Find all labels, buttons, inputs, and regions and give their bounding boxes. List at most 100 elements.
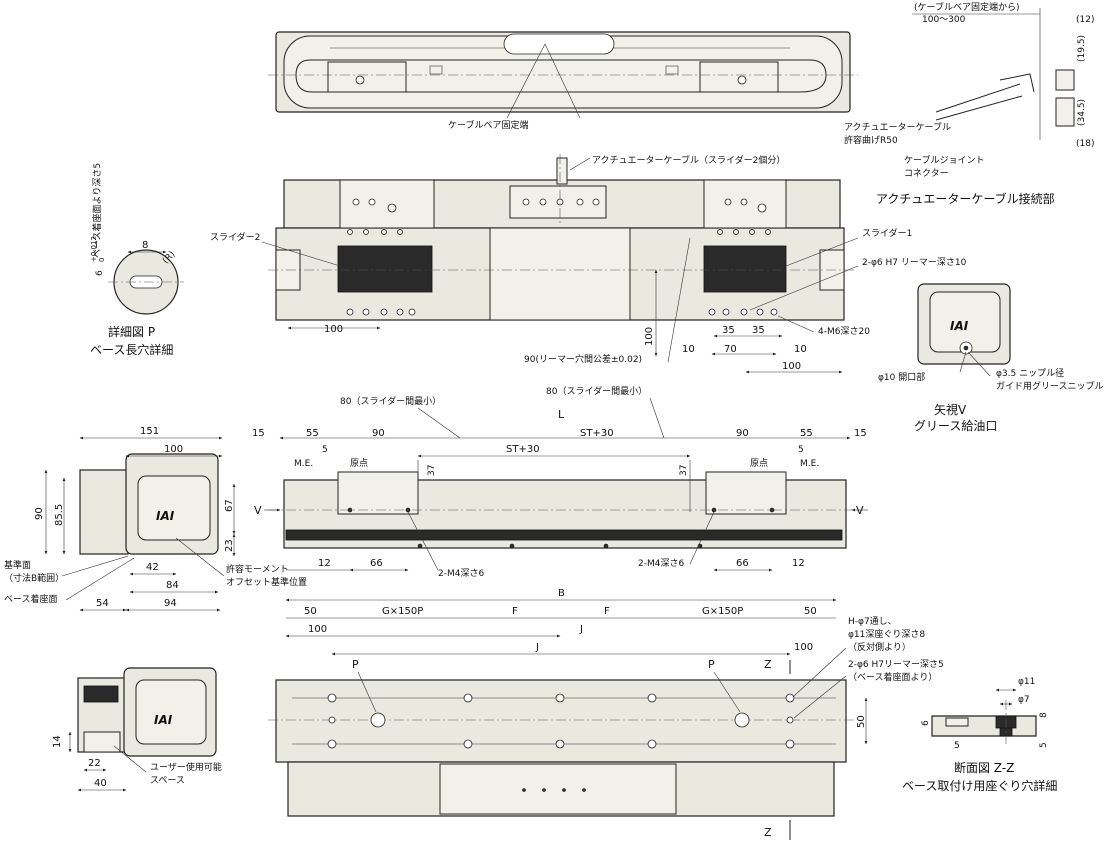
dim-84: 84 [166,580,179,591]
hole-label3: （反対側より） [848,641,911,653]
bottom-holes [327,693,795,792]
m4-right: 2-M4深さ6 [638,558,684,569]
dim-L: L [558,408,565,421]
actuator-cable-two-label: アクチュエーターケーブル（スライダー2個分） [592,154,785,166]
dim-37-left: 37 [427,465,437,476]
dim-st30-inner: ST+30 [506,444,540,455]
section-title1: 断面図 Z-Z [954,760,1014,775]
section-d7: φ7 [1018,695,1030,705]
cable-label: アクチュエーターケーブル [844,121,951,133]
dim-50-left: 50 [304,606,317,617]
dim-70: 70 [724,344,737,355]
arrow-v-title1: 矢視V [934,402,967,417]
dim-151: 151 [140,426,159,437]
detail-p-six: 6 [95,270,105,276]
dim-12-left: 12 [318,558,331,569]
d345-label: (34.5) [1077,99,1087,126]
dim-st30-top: ST+30 [580,428,614,439]
dim-90-left: 90 [372,428,385,439]
connector-label: コネクター [904,168,949,179]
hole-label2: φ11深座ぐり深さ8 [848,628,925,640]
d18-label: (18) [1076,139,1094,149]
dim-35-a: 35 [722,325,735,336]
J-bottom: J [535,642,539,653]
tap-label: 4-M6深さ20 [818,326,870,337]
moment-label1: 許容モーメント [226,563,289,575]
dim-37-right: 37 [679,465,689,476]
v-right: V [856,504,864,517]
dim-100-bottom-left: 100 [308,624,327,635]
arrow-v-title2: グリース給油口 [914,419,997,433]
dim-90-right: 90 [736,428,749,439]
dim-85-5: 85.5 [54,504,65,526]
user-logo: IAI [154,713,173,727]
dim-23: 23 [224,539,235,552]
section-d5b: 5 [1039,742,1049,748]
opening-label: φ10 開口部 [878,371,925,383]
dim-67: 67 [224,499,235,512]
user-space-label2: スペース [150,776,185,786]
dim-14: 14 [52,735,63,748]
dim-66-left: 66 [370,558,383,569]
reamer-bottom2: （ベース着座面より） [848,671,937,683]
cable-connection: (ケーブルベア固定端から) 100～300 (12) (19.5) (34.5)… [844,1,1094,206]
slider-min-1: 80（スライダー間最小） [340,395,441,407]
g150-right: G×150P [702,606,743,617]
cable-fixed-end-label: ケーブルベア固定端 [448,119,528,131]
dim-100-right: 100 [782,361,801,372]
dim-22: 22 [88,758,101,769]
me-left: M.E. [294,459,313,469]
section-title2: ベース取付け用座ぐり穴詳細 [902,778,1057,793]
dim-100-vertical: 100 [644,327,655,346]
section-d8: 8 [1039,712,1049,718]
d12-label: (12) [1076,15,1094,25]
m4-left: 2-M4深さ6 [438,568,484,579]
g150-left: G×150P [382,606,423,617]
J-top: J [579,624,583,635]
nipple-label2: ガイド用グリースニップル [996,380,1104,392]
dim-10-b: 10 [794,344,807,355]
joint-label: ケーブルジョイント [904,154,984,166]
detail-p: ベース着座面より深さ5 6 +0.012 0 8 (R) 詳細図 P ベース長穴… [90,163,184,357]
side-view: IAI 151 100 90 85.5 67 23 42 84 94 54 基準… [4,426,307,612]
d195-label: (19.5) [1077,35,1087,62]
dim-50-vertical: 50 [856,715,867,728]
arrow-view-v: IAI φ10 開口部 φ3.5 ニップル径 ガイド用グリースニップル 矢視V … [878,283,1104,433]
dim-54: 54 [96,598,109,609]
dim-66-right: 66 [736,558,749,569]
detail-p-title1: 詳細図 P [108,324,155,339]
dim-42: 42 [146,562,159,573]
dim-5-right: 5 [798,445,804,455]
me-right: M.E. [800,459,819,469]
F-right: F [604,606,610,617]
from-fixed-label: (ケーブルベア固定端から) [914,1,1019,13]
reamer-bottom1: 2-φ6 H7リーマー深さ5 [848,659,944,670]
P-right: P [708,658,715,671]
dim-90-side: 90 [34,507,45,520]
user-space-label1: ユーザー使用可能 [150,761,222,773]
detail-p-tol: +0.012 [90,236,98,262]
reamer-label: 2-φ6 H7 リーマー深さ10 [862,257,967,268]
hole-label1: H-φ7通し、 [848,616,897,627]
P-left: P [352,658,359,671]
bend-label: 許容曲げR50 [844,134,898,146]
dim-100-side: 100 [164,444,183,455]
dim-15-left: 15 [252,428,265,439]
Z-bottom: Z [764,826,772,839]
section-d5a: 5 [954,741,960,751]
dim-55-left: 55 [306,428,319,439]
moment-label2: オフセット基準位置 [226,576,307,588]
dim-B: B [558,588,565,599]
dim-5-left: 5 [322,445,328,455]
detail-p-title2: ベース長穴詳細 [90,342,173,357]
Z-top: Z [764,658,772,671]
slider-min-2: 80（スライダー間最小） [546,385,647,397]
origin-left: 原点 [350,458,368,469]
top-cable-view: ケーブルベア固定端 [268,31,858,131]
v-logo: IAI [950,319,969,333]
origin-right: 原点 [750,458,768,469]
cable-connection-title: アクチュエーターケーブル接続部 [876,191,1055,206]
section-d11: φ11 [1018,677,1035,687]
seat-surface: ベース着座面 [4,593,58,605]
range-label: 100～300 [922,15,966,25]
